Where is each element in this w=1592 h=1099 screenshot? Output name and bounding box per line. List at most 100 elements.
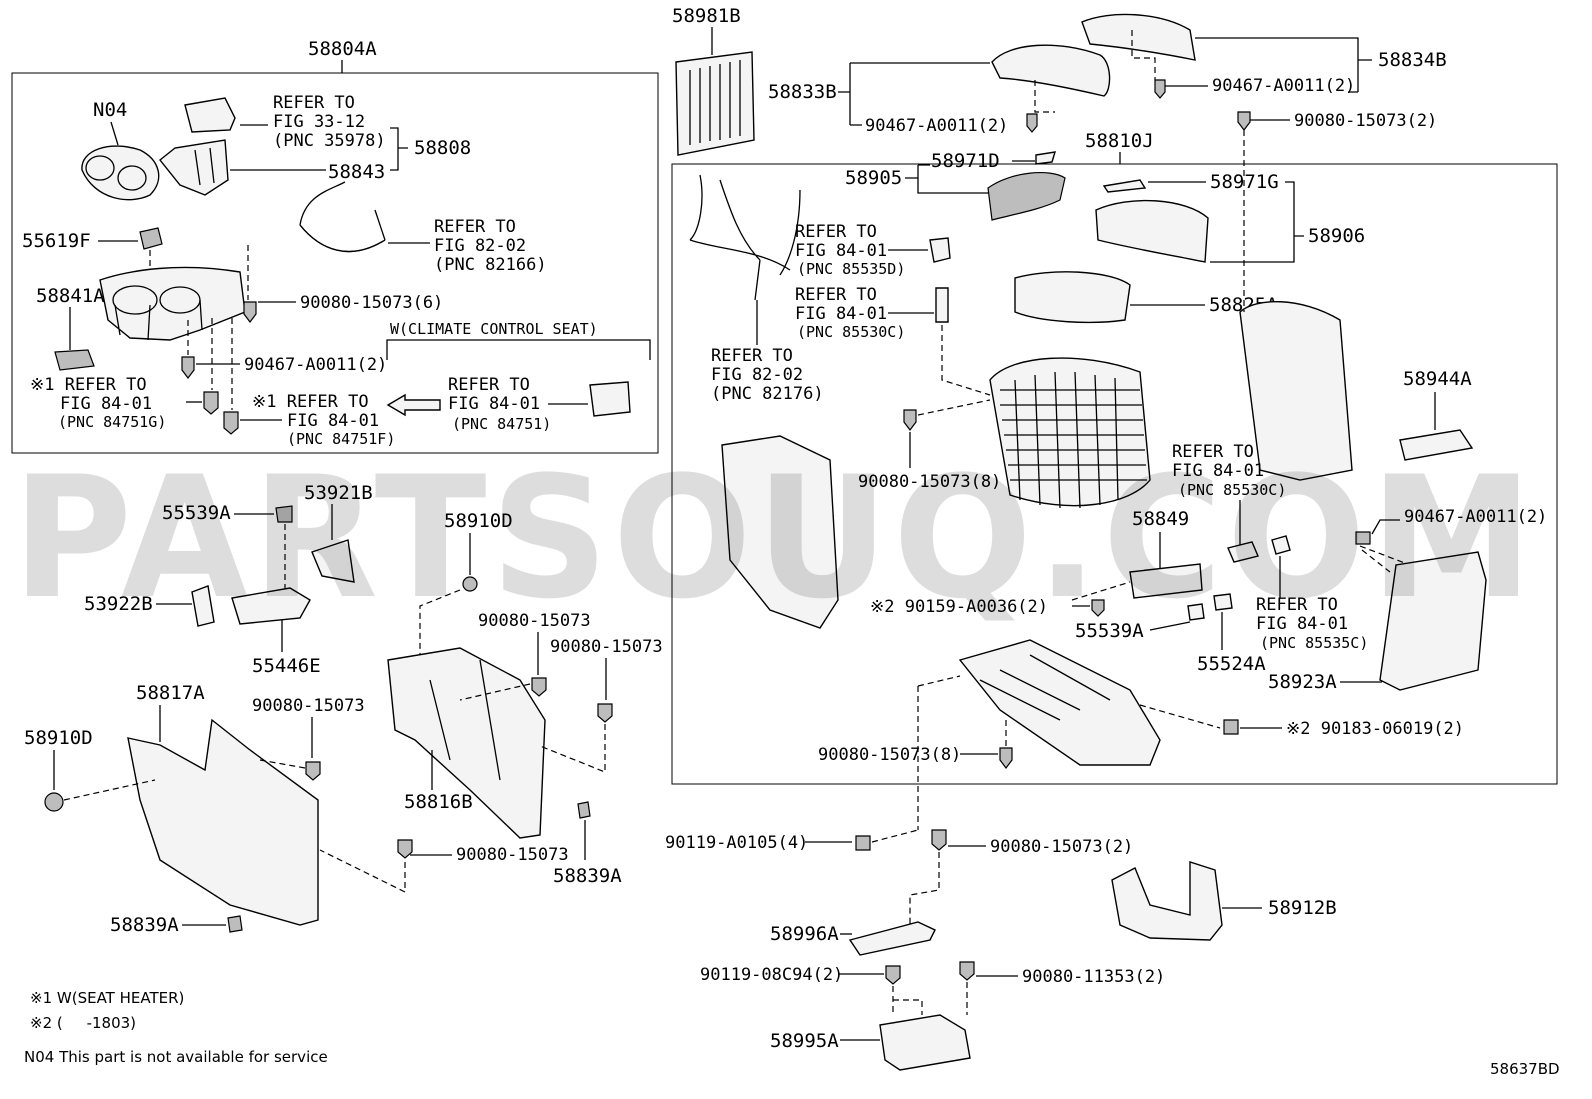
screw-90080-m2[interactable] <box>597 703 613 723</box>
group-box-58810J <box>671 163 1558 785</box>
label-58817A: 58817A <box>136 682 205 704</box>
ref-c3-b: FIG 84-01 <box>1256 614 1348 634</box>
part-58971D[interactable] <box>1035 151 1056 165</box>
clip-90183[interactable] <box>1223 719 1239 735</box>
part-58833B-armrest-cover[interactable] <box>991 44 1111 97</box>
ref-f-c: (PNC 84751F) <box>287 430 395 448</box>
part-58996A-bracket[interactable] <box>848 921 936 956</box>
part-58839A-l[interactable] <box>227 915 243 933</box>
part-cup-holder-body[interactable] <box>99 266 246 341</box>
ref-82-02a-a: REFER TO <box>434 217 516 237</box>
clip-90467-c[interactable] <box>181 356 195 379</box>
screw-90159[interactable] <box>1091 599 1105 617</box>
part-55619F-switch[interactable] <box>139 227 163 250</box>
ref-82176-c: (PNC 82176) <box>711 384 824 404</box>
part-N04-cup-holder-ring[interactable] <box>81 145 160 201</box>
part-55539A-r[interactable] <box>1187 603 1205 621</box>
screw-90080-2b[interactable] <box>931 829 947 851</box>
label-55619F: 55619F <box>22 230 91 252</box>
ref-c2-c: (PNC 85530C) <box>1178 481 1286 499</box>
ref-82176-a: REFER TO <box>711 346 793 366</box>
part-84751-module[interactable] <box>589 381 631 417</box>
part-84751G[interactable] <box>203 391 219 415</box>
part-55446E-bracket[interactable] <box>231 587 311 625</box>
part-58971G[interactable] <box>1102 179 1147 193</box>
part-58834B-armrest[interactable] <box>1081 13 1196 61</box>
part-85530C-b[interactable] <box>1227 541 1259 563</box>
part-85535C[interactable] <box>1271 535 1291 555</box>
part-shift-knob-cover[interactable] <box>184 97 236 133</box>
screw-90080-8a[interactable] <box>903 409 917 431</box>
ref-751-a: REFER TO <box>448 375 530 395</box>
part-side-panel-right[interactable] <box>1239 300 1353 481</box>
label-58910D-b: 58910D <box>24 727 93 749</box>
screw-90080-m4[interactable] <box>397 839 413 859</box>
label-90080-8a: 90080-15073(8) <box>858 472 1001 492</box>
part-58816B-panel[interactable] <box>387 647 546 839</box>
part-85535D[interactable] <box>929 237 951 263</box>
clip-90467-d[interactable] <box>1355 531 1371 545</box>
screw-90080-top[interactable] <box>1237 111 1251 131</box>
figure-code: 58637BD <box>1490 1060 1560 1078</box>
label-90080-11353: 90080-11353(2) <box>1022 967 1165 987</box>
part-53921B[interactable] <box>311 539 355 583</box>
part-85530C-a[interactable] <box>935 287 949 323</box>
label-53921B: 53921B <box>304 482 373 504</box>
label-58839A-r: 58839A <box>553 865 622 887</box>
screw-90080-m3[interactable] <box>305 761 321 781</box>
part-wire-harness-82176[interactable] <box>689 174 801 301</box>
ref-d-a: REFER TO <box>795 222 877 242</box>
label-58995A: 58995A <box>770 1030 839 1052</box>
screw-90080-11353[interactable] <box>959 961 975 981</box>
label-55524A: 55524A <box>1197 653 1266 675</box>
label-90080-2b: 90080-15073(2) <box>990 837 1133 857</box>
part-58841A-mat[interactable] <box>54 349 95 371</box>
part-58981B-panel[interactable] <box>675 51 755 156</box>
label-90080-m3: 90080-15073 <box>252 696 365 716</box>
part-55539A-l[interactable] <box>275 505 293 523</box>
ref-751-c: (PNC 84751) <box>452 415 551 433</box>
part-55524A[interactable] <box>1213 593 1233 611</box>
part-58906-lid[interactable] <box>1095 199 1209 263</box>
part-58905-lid[interactable] <box>987 171 1066 221</box>
screw-90119-b[interactable] <box>885 965 901 985</box>
label-58841A: 58841A <box>36 285 105 307</box>
part-58995A-bracket[interactable] <box>879 1014 971 1071</box>
part-console-side-panel[interactable] <box>721 435 839 629</box>
part-58923A-panel[interactable] <box>1379 551 1487 691</box>
screw-90119-a[interactable] <box>855 835 871 851</box>
group-label-58804A: 58804A <box>308 38 377 60</box>
part-58910D-b[interactable] <box>44 792 64 812</box>
ref-c1-a: REFER TO <box>795 285 877 305</box>
ref-751-b: FIG 84-01 <box>448 394 540 414</box>
part-58944A[interactable] <box>1399 429 1474 461</box>
ref-c3-c: (PNC 85535C) <box>1260 634 1368 652</box>
screw-90080-m1[interactable] <box>531 677 547 697</box>
part-58843-bezel[interactable] <box>159 139 229 196</box>
label-53922B: 53922B <box>84 593 153 615</box>
part-58849-panel[interactable] <box>1129 563 1203 599</box>
label-58833B: 58833B <box>768 81 837 103</box>
part-58839A-r[interactable] <box>577 801 591 819</box>
ref-g-a: ※1 REFER TO <box>30 375 147 395</box>
screw-90080-6[interactable] <box>243 301 257 323</box>
part-lower-console-body[interactable] <box>958 639 1161 766</box>
part-58825A-mat[interactable] <box>1014 271 1131 324</box>
group-box-58804A <box>11 72 659 454</box>
label-58808: 58808 <box>414 137 471 159</box>
clip-90467-a[interactable] <box>1026 113 1038 133</box>
screw-90080-8b[interactable] <box>999 747 1013 769</box>
label-58905: 58905 <box>845 167 902 189</box>
part-58912B[interactable] <box>1111 861 1223 941</box>
ref-33-12-a: REFER TO <box>273 93 355 113</box>
part-58910D-a[interactable] <box>462 576 478 592</box>
clip-90467-b[interactable] <box>1154 79 1166 99</box>
part-84751F[interactable] <box>223 411 239 435</box>
label-55539A-l: 55539A <box>162 502 231 524</box>
ref-g-c: (PNC 84751G) <box>58 413 166 431</box>
part-58817A-panel[interactable] <box>127 718 319 926</box>
part-console-box[interactable] <box>989 357 1151 509</box>
part-53922B[interactable] <box>191 585 215 627</box>
